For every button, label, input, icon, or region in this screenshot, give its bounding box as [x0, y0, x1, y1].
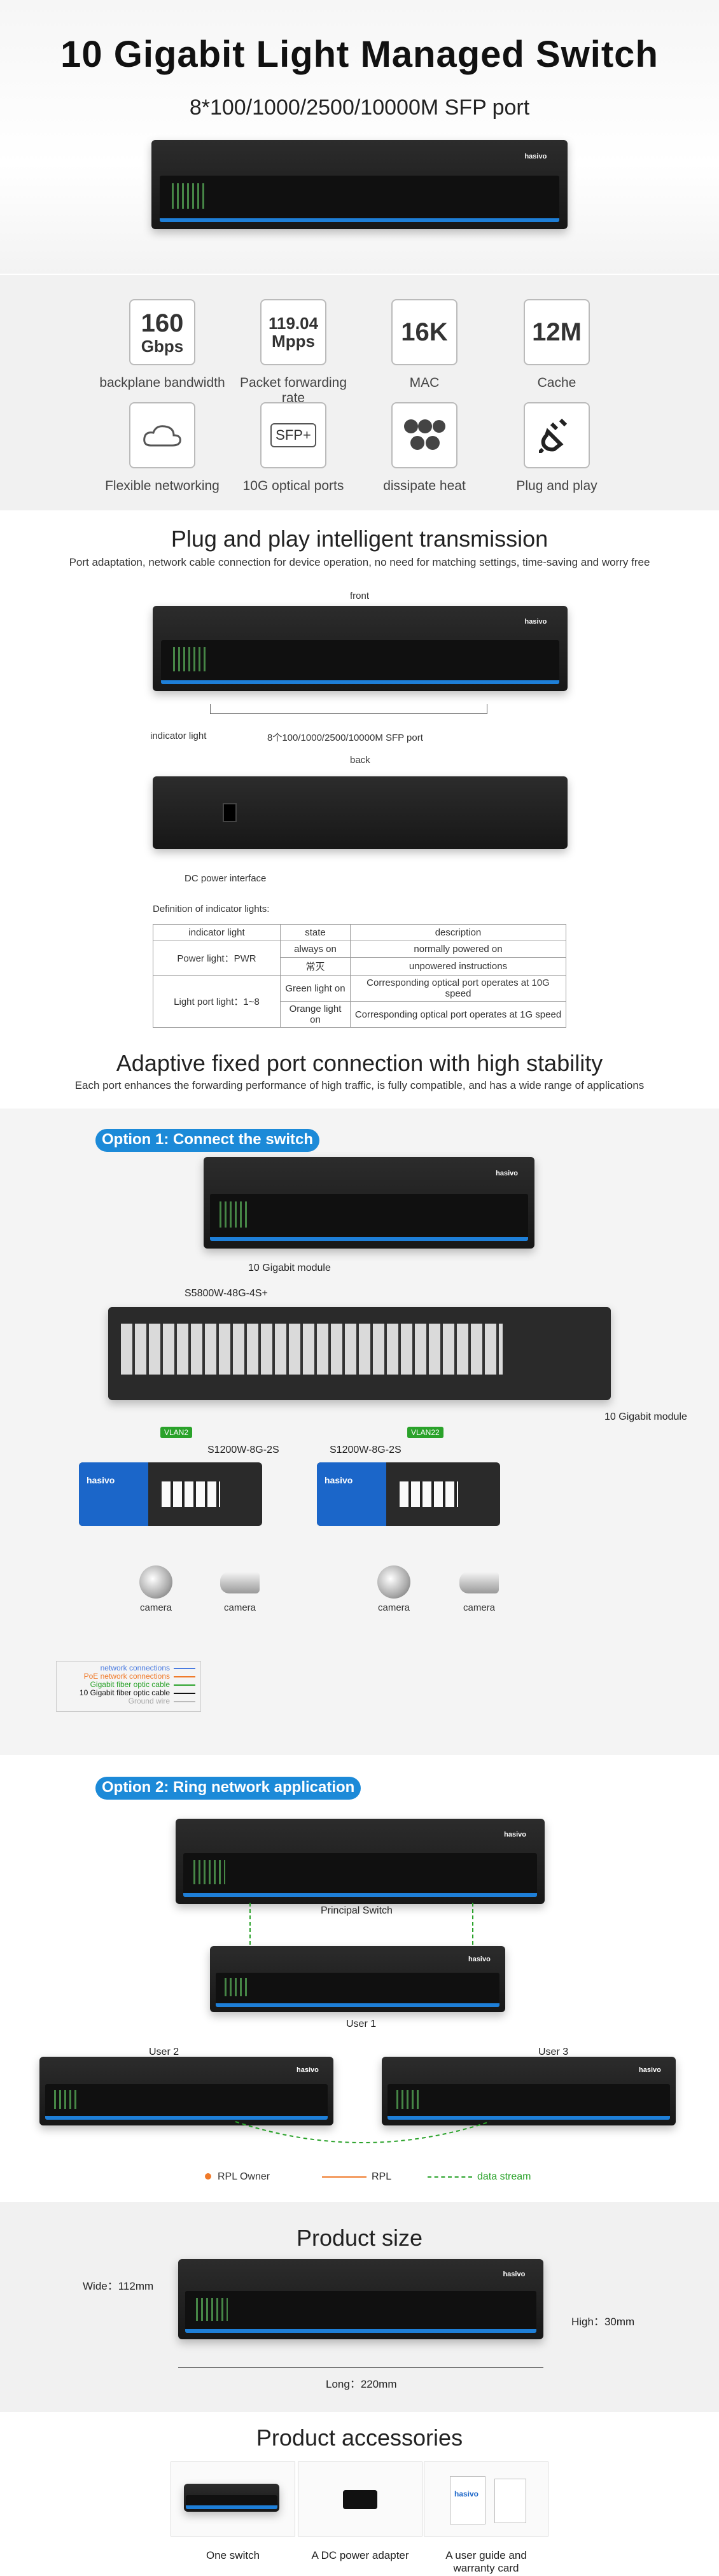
back-label: back — [350, 755, 370, 766]
accessory-label: A user guide and warranty card — [445, 2549, 527, 2574]
definition-title: Definition of indicator lights: — [153, 904, 270, 914]
accessories-title: Product accessories — [256, 2425, 463, 2451]
high-dimension: High：30mm — [571, 2316, 635, 2328]
feature-heat: dissipate heat — [358, 402, 491, 494]
principal-switch: hasivo — [176, 1819, 545, 1904]
table-cell: unpowered instructions — [350, 957, 566, 976]
indicator-light-label: indicator light — [150, 731, 207, 741]
front-switch-image: hasivo — [153, 606, 568, 691]
brand-logo: hasivo — [524, 152, 547, 160]
front-label: front — [350, 591, 370, 601]
size-title: Product size — [296, 2225, 423, 2251]
adaptive-title: Adaptive fixed port connection with high… — [116, 1050, 603, 1076]
plug-title: Plug and play intelligent transmission — [171, 526, 548, 552]
table-cell: Power light：PWR — [153, 941, 281, 976]
cloud-icon — [143, 425, 181, 447]
wide-dimension: Wide：112mm — [83, 2280, 154, 2292]
table-header: state — [280, 924, 351, 941]
user3-switch: hasivo — [382, 2057, 676, 2125]
core-switch-label: S5800W-48G-4S+ — [185, 1288, 268, 1299]
size-switch-image: hasivo — [178, 2259, 543, 2339]
user1-label: User 1 — [346, 2019, 377, 2029]
data-stream-legend: data stream — [428, 2171, 531, 2183]
feature-optical: SFP+ 10G optical ports — [227, 402, 360, 494]
rpl-legend: RPL — [322, 2171, 391, 2183]
core-switch — [108, 1307, 611, 1400]
feature-plug: Plug and play — [490, 402, 624, 494]
camera-4: camera — [457, 1565, 501, 1613]
adaptive-subtitle: Each port enhances the forwarding perfor… — [74, 1079, 645, 1091]
feature-networking: Flexible networking — [95, 402, 229, 494]
access-switch1: hasivo — [79, 1462, 262, 1526]
legend-item: Ground wire — [62, 1697, 195, 1705]
sfp-port-label: 8个100/1000/2500/10000M SFP port — [267, 732, 423, 743]
option1-title: Option 1: Connect the switch — [95, 1129, 320, 1152]
camera-3: camera — [372, 1565, 416, 1613]
module2-label: 10 Gigabit module — [604, 1411, 687, 1422]
hero-switch-image: hasivo — [151, 140, 568, 229]
long-dimension: Long：220mm — [326, 2378, 397, 2390]
accessory-switch — [171, 2461, 295, 2537]
back-switch-image — [153, 776, 568, 849]
rpl-owner-legend: RPL Owner — [205, 2171, 270, 2183]
accessory-label: A DC power adapter — [311, 2549, 409, 2561]
sfp-bracket — [210, 704, 487, 714]
plug-icon — [539, 418, 568, 453]
accessory-label: One switch — [206, 2549, 260, 2561]
vlan22-badge: VLAN22 — [407, 1427, 443, 1438]
user2-switch: hasivo — [39, 2057, 333, 2125]
table-cell: Orange light on — [280, 1001, 351, 1028]
legend-item: PoE network connections — [62, 1672, 195, 1681]
plug-subtitle: Port adaptation, network cable connectio… — [69, 556, 650, 568]
vlan2-badge: VLAN2 — [160, 1427, 193, 1438]
camera-1: camera — [134, 1565, 178, 1613]
table-header: indicator light — [153, 924, 281, 941]
table-cell: 常灭 — [280, 957, 351, 976]
principal-label: Principal Switch — [321, 1905, 393, 1916]
table-cell: Green light on — [280, 975, 351, 1002]
page-subtitle: 8*100/1000/2500/10000M SFP port — [189, 95, 530, 120]
accessory-manual: hasivo — [424, 2461, 548, 2537]
camera-2: camera — [218, 1565, 262, 1613]
user3-label: User 3 — [538, 2047, 569, 2057]
user2-label: User 2 — [149, 2047, 179, 2057]
table-cell: Light port light：1~8 — [153, 975, 281, 1028]
page-title: 10 Gigabit Light Managed Switch — [60, 34, 659, 75]
ring-arc — [235, 2121, 491, 2143]
legend-item: network connections — [62, 1664, 195, 1672]
accessory-adapter — [298, 2461, 422, 2537]
fan-icon — [404, 419, 445, 450]
table-header: description — [350, 924, 566, 941]
option2-title: Option 2: Ring network application — [95, 1777, 361, 1800]
table-cell: Corresponding optical port operates at 1… — [350, 1001, 566, 1028]
indicator-table: indicator light state description Power … — [153, 924, 566, 1028]
module1-label: 10 Gigabit module — [248, 1263, 331, 1273]
long-dimension-line — [178, 2367, 543, 2368]
access-switch2: hasivo — [317, 1462, 500, 1526]
feature-cache: 12M Cache — [490, 299, 624, 391]
hero-section: 10 Gigabit Light Managed Switch 8*100/10… — [0, 0, 719, 274]
access-switch1-label: S1200W-8G-2S — [207, 1445, 279, 1455]
table-cell: normally powered on — [350, 941, 566, 958]
dc-power-label: DC power interface — [185, 873, 267, 884]
feature-mac: 16K MAC — [358, 299, 491, 391]
option1-switch: hasivo — [204, 1157, 534, 1249]
table-cell: Corresponding optical port operates at 1… — [350, 975, 566, 1002]
connection-legend: network connections PoE network connecti… — [56, 1661, 201, 1712]
legend-item: 10 Gigabit fiber optic cable — [62, 1689, 195, 1697]
user1-switch: hasivo — [210, 1946, 505, 2012]
access-switch2-label: S1200W-8G-2S — [330, 1445, 401, 1455]
table-cell: always on — [280, 941, 351, 958]
legend-item: Gigabit fiber optic cable — [62, 1681, 195, 1689]
